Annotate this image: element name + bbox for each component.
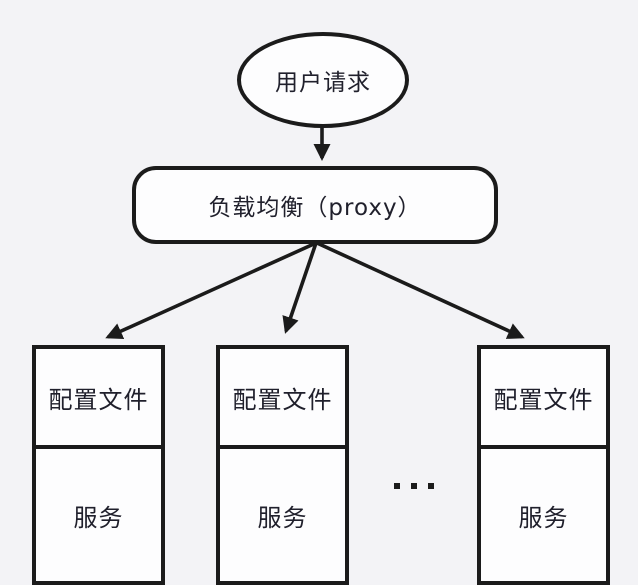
edge-proxy-to-server3 [316, 241, 525, 339]
server-3-config-label: 配置文件 [493, 385, 594, 414]
ellipsis-dot [394, 483, 400, 489]
user-request-label: 用户请求 [275, 70, 371, 96]
server-3-service-label: 服务 [518, 503, 569, 532]
server-3-service-cell: 服务 [481, 449, 606, 581]
node-user-request: 用户请求 [237, 32, 409, 128]
node-server-2: 配置文件 服务 [216, 345, 349, 585]
server-1-service-cell: 服务 [36, 449, 161, 581]
server-1-config-cell: 配置文件 [36, 349, 161, 449]
server-2-config-cell: 配置文件 [220, 349, 345, 449]
ellipsis-dot [428, 483, 434, 489]
load-balancer-label: 负载均衡（proxy） [208, 195, 422, 221]
server-1-config-label: 配置文件 [48, 385, 149, 414]
server-1-service-label: 服务 [73, 503, 124, 532]
node-server-3: 配置文件 服务 [477, 345, 610, 585]
ellipsis-dot [411, 483, 417, 489]
server-2-config-label: 配置文件 [232, 385, 333, 414]
server-2-service-cell: 服务 [220, 449, 345, 581]
node-server-1: 配置文件 服务 [32, 345, 165, 585]
edge-proxy-to-server1 [105, 241, 317, 339]
edge-proxy-to-server2 [282, 242, 318, 334]
server-3-config-cell: 配置文件 [481, 349, 606, 449]
node-load-balancer: 负载均衡（proxy） [132, 166, 498, 244]
ellipsis-dots [394, 482, 434, 490]
flowchart-canvas: 用户请求 负载均衡（proxy） 配置文件 服务 配置文件 服务 配置文件 服务 [32, 32, 610, 585]
server-2-service-label: 服务 [257, 503, 308, 532]
